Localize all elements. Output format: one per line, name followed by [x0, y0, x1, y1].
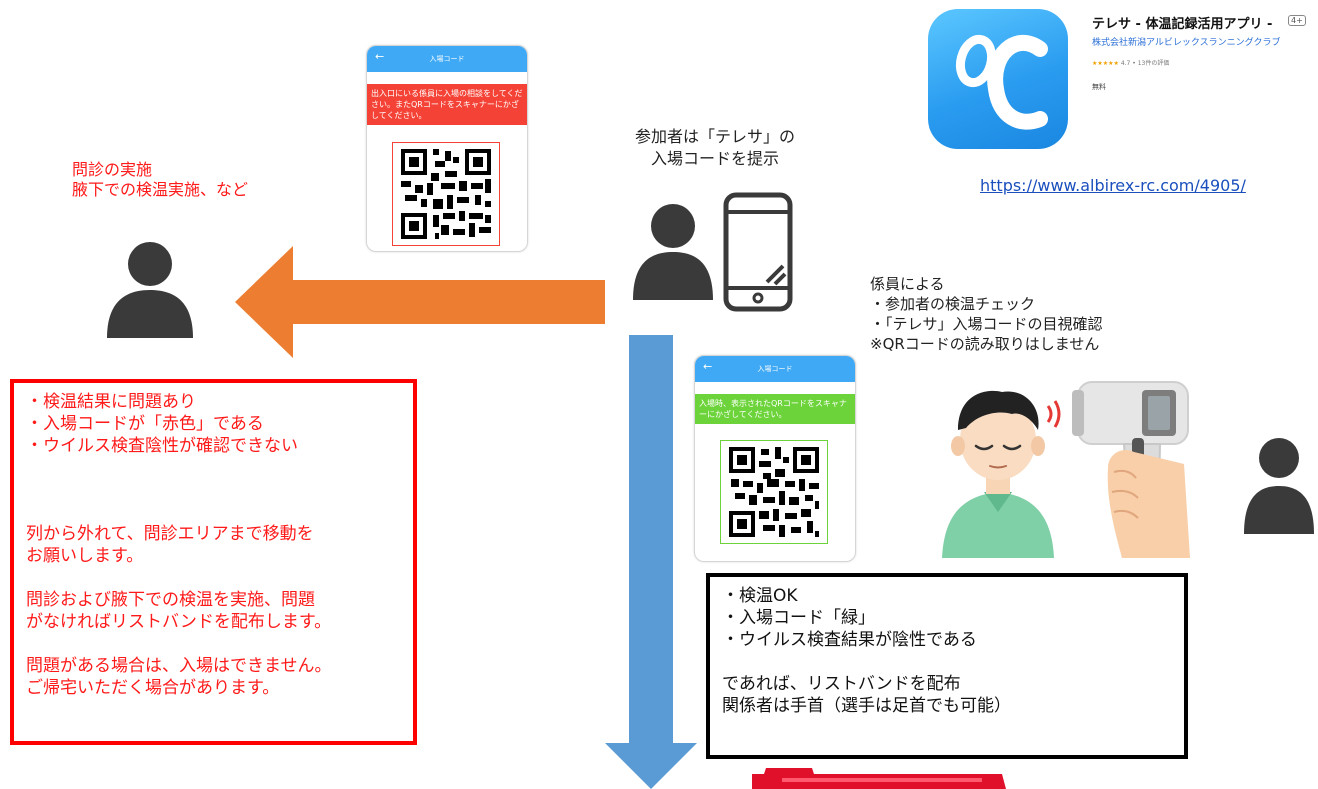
wristband-instruction: であれば、リストバンドを配布	[722, 674, 961, 694]
medical-check-note: 問診の実施 腋下での検温実施、など	[72, 160, 249, 199]
qr-code-icon	[401, 149, 491, 239]
instruction-text: 列から外れて、問診エリアまで移動を	[26, 524, 314, 544]
phone-title: 入場コード	[757, 365, 793, 373]
problem-condition: ・検温結果に問題あり	[26, 392, 196, 412]
person-icon	[633, 204, 713, 300]
arrow-down	[605, 335, 697, 789]
instruction-text: ご帰宅いただく場合があります。	[26, 678, 280, 698]
instruction-text: がなければリストバンドを配布します。	[26, 612, 332, 632]
participant-caption: 参加者は「テレサ」の 入場コードを提示	[634, 127, 795, 168]
app-rating: ★★★★★ 4.7 • 13件の評価	[1092, 58, 1169, 67]
phone-title-bar: ← 入場コード	[695, 356, 855, 382]
instruction-text: 問題がある場合は、入場はできません。	[26, 656, 332, 676]
phone-screen-red: ← 入場コード 出入口にいる係員に入場の相談をしてください。またQRコードをスキ…	[366, 45, 528, 252]
app-title: テレサ - 体温記録活用アプリ -	[1092, 17, 1273, 32]
app-icon	[928, 9, 1068, 149]
qr-frame	[720, 440, 828, 544]
ok-case-box: ・検温OK ・入場コード「緑」 ・ウイルス検査結果が陰性である であれば、リスト…	[706, 573, 1188, 759]
wristband-instruction: 関係者は手首（選手は足首でも可能）	[722, 696, 1011, 716]
back-arrow-icon[interactable]: ←	[703, 360, 713, 373]
qr-code-icon	[729, 447, 819, 537]
temperature-check-illustration	[942, 381, 1190, 558]
rating-stars: ★★★★★	[1092, 60, 1119, 67]
ok-condition: ・ウイルス検査結果が陰性である	[722, 630, 977, 650]
entry-status-message: 出入口にいる係員に入場の相談をしてください。またQRコードをスキャナーにかざして…	[367, 84, 527, 125]
smartphone-icon	[723, 192, 793, 312]
age-rating-badge: 4+	[1288, 15, 1306, 26]
entry-status-message: 入場時、表示されたQRコードをスキャナーにかざしてください。	[695, 394, 855, 424]
phone-title-bar: ← 入場コード	[367, 46, 527, 72]
wristband	[752, 768, 1006, 789]
instruction-text: 問診および腋下での検温を実施、問題	[26, 590, 315, 610]
rating-text: 4.7 • 13件の評価	[1120, 60, 1170, 67]
problem-condition: ・入場コードが「赤色」である	[26, 414, 264, 434]
problem-case-box: ・検温結果に問題あり ・入場コードが「赤色」である ・ウイルス検査陰性が確認でき…	[10, 379, 417, 745]
ok-condition: ・入場コード「緑」	[722, 608, 875, 628]
instruction-text: お願いします。	[26, 546, 144, 566]
arrow-left	[235, 246, 605, 358]
phone-title: 入場コード	[429, 55, 465, 63]
staff-check-note: 係員による ・参加者の検温チェック ・「テレサ」入場コードの目視確認 ※QRコー…	[870, 275, 1103, 353]
person-icon	[107, 242, 193, 338]
app-url-link[interactable]: https://www.albirex-rc.com/4905/	[980, 176, 1246, 195]
degree-celsius-icon	[955, 34, 1048, 130]
back-arrow-icon[interactable]: ←	[375, 50, 385, 63]
app-developer[interactable]: 株式会社新潟アルビレックスランニングクラブ	[1092, 38, 1281, 48]
ok-condition: ・検温OK	[722, 586, 798, 606]
problem-condition: ・ウイルス検査陰性が確認できない	[26, 436, 298, 456]
person-icon	[1244, 438, 1314, 534]
phone-screen-green: ← 入場コード 入場時、表示されたQRコードをスキャナーにかざしてください。	[694, 355, 856, 562]
qr-frame	[392, 142, 500, 246]
app-price: 無料	[1092, 83, 1106, 91]
